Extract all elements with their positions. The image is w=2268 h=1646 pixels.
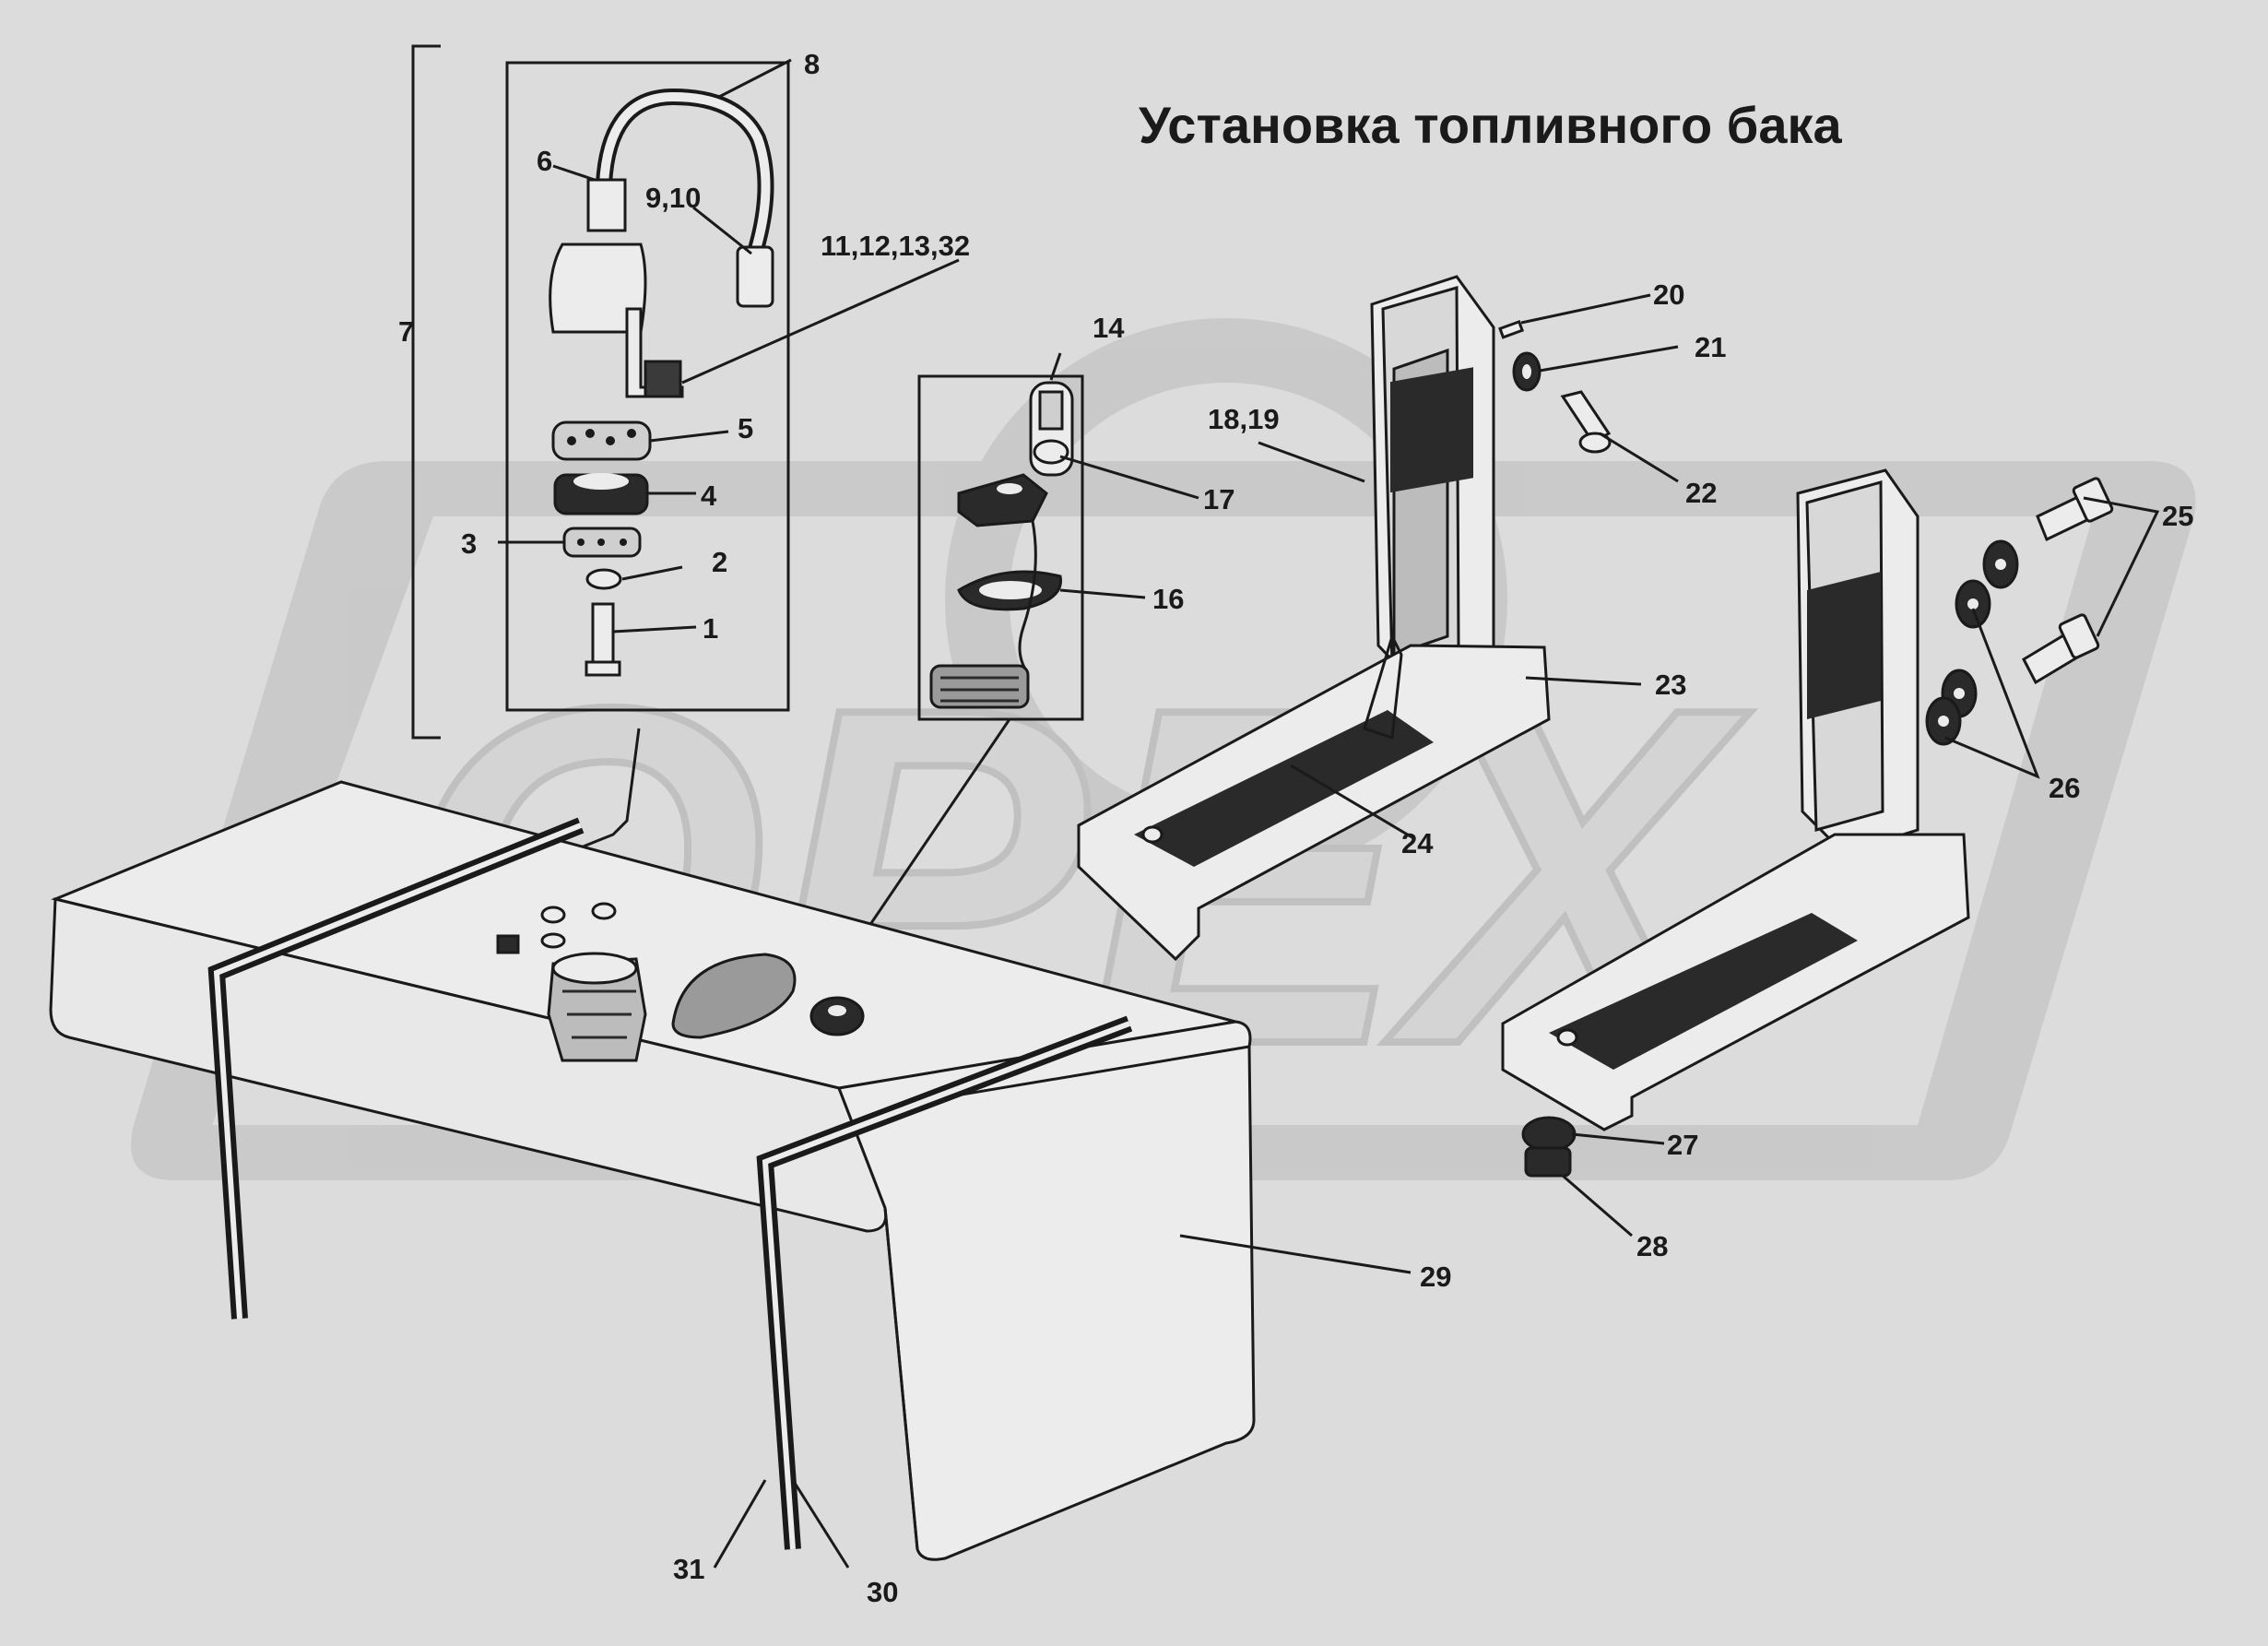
- label-2: 2: [712, 546, 727, 578]
- label-8: 8: [804, 48, 820, 80]
- nut-28: [1524, 1146, 1572, 1178]
- sending-unit-box: [505, 61, 790, 712]
- label-26: 26: [2049, 772, 2080, 804]
- label-21: 21: [1695, 331, 1726, 363]
- tank-filler-plate: [671, 953, 797, 1039]
- leader-lines-right: [713, 293, 2160, 1569]
- label-22: 22: [1685, 477, 1717, 509]
- bracket-7: [411, 44, 441, 740]
- label-29: 29: [1420, 1261, 1451, 1293]
- label-1: 1: [703, 612, 718, 645]
- label-23: 23: [1655, 669, 1686, 701]
- label-5: 5: [738, 412, 753, 444]
- support-bracket-rear: [1501, 468, 1970, 1131]
- bolt-22: [1560, 390, 1612, 445]
- label-27: 27: [1667, 1129, 1698, 1161]
- label-24: 24: [1401, 827, 1434, 859]
- label-17: 17: [1203, 483, 1234, 515]
- label-20: 20: [1653, 278, 1684, 311]
- tank-end: [836, 1020, 1256, 1561]
- label-6: 6: [537, 145, 552, 177]
- label-4: 4: [701, 480, 717, 512]
- harness-connector: [736, 245, 774, 308]
- label-25: 25: [2162, 500, 2193, 532]
- filler-neck-box: [917, 374, 1084, 721]
- nuts-26: [1925, 539, 2019, 746]
- harness-clip: [644, 360, 682, 398]
- label-30: 30: [867, 1576, 898, 1608]
- label-28: 28: [1636, 1230, 1668, 1262]
- filler-strainer: [929, 664, 1030, 709]
- label-9-10: 9,10: [645, 182, 701, 214]
- level-sensor-connector: [586, 178, 627, 232]
- part-labels: 1 2 3 4 5 6 7 8 9,10 11,12,13,32 14 16 1…: [398, 48, 2193, 1608]
- label-3: 3: [461, 527, 477, 560]
- bolt-20: [1498, 319, 1525, 339]
- label-7: 7: [398, 315, 414, 348]
- fuel-tank: [49, 780, 1256, 1561]
- washer-2: [585, 568, 622, 590]
- support-bracket-front: [1077, 275, 1551, 962]
- tank-sensor-port: [547, 957, 647, 1062]
- label-16: 16: [1152, 583, 1184, 615]
- label-31: 31: [673, 1553, 704, 1585]
- bushing-27: [1521, 1116, 1577, 1153]
- bolt-1: [591, 602, 615, 670]
- level-sensor-bracket: [625, 307, 684, 398]
- label-18-19: 18,19: [1208, 403, 1280, 435]
- label-11-12-13-32: 11,12,13,32: [821, 230, 970, 262]
- watermark-frame: [131, 461, 2196, 1180]
- diagram-title: Установка топливного бака: [1139, 96, 1843, 154]
- label-14: 14: [1093, 312, 1125, 344]
